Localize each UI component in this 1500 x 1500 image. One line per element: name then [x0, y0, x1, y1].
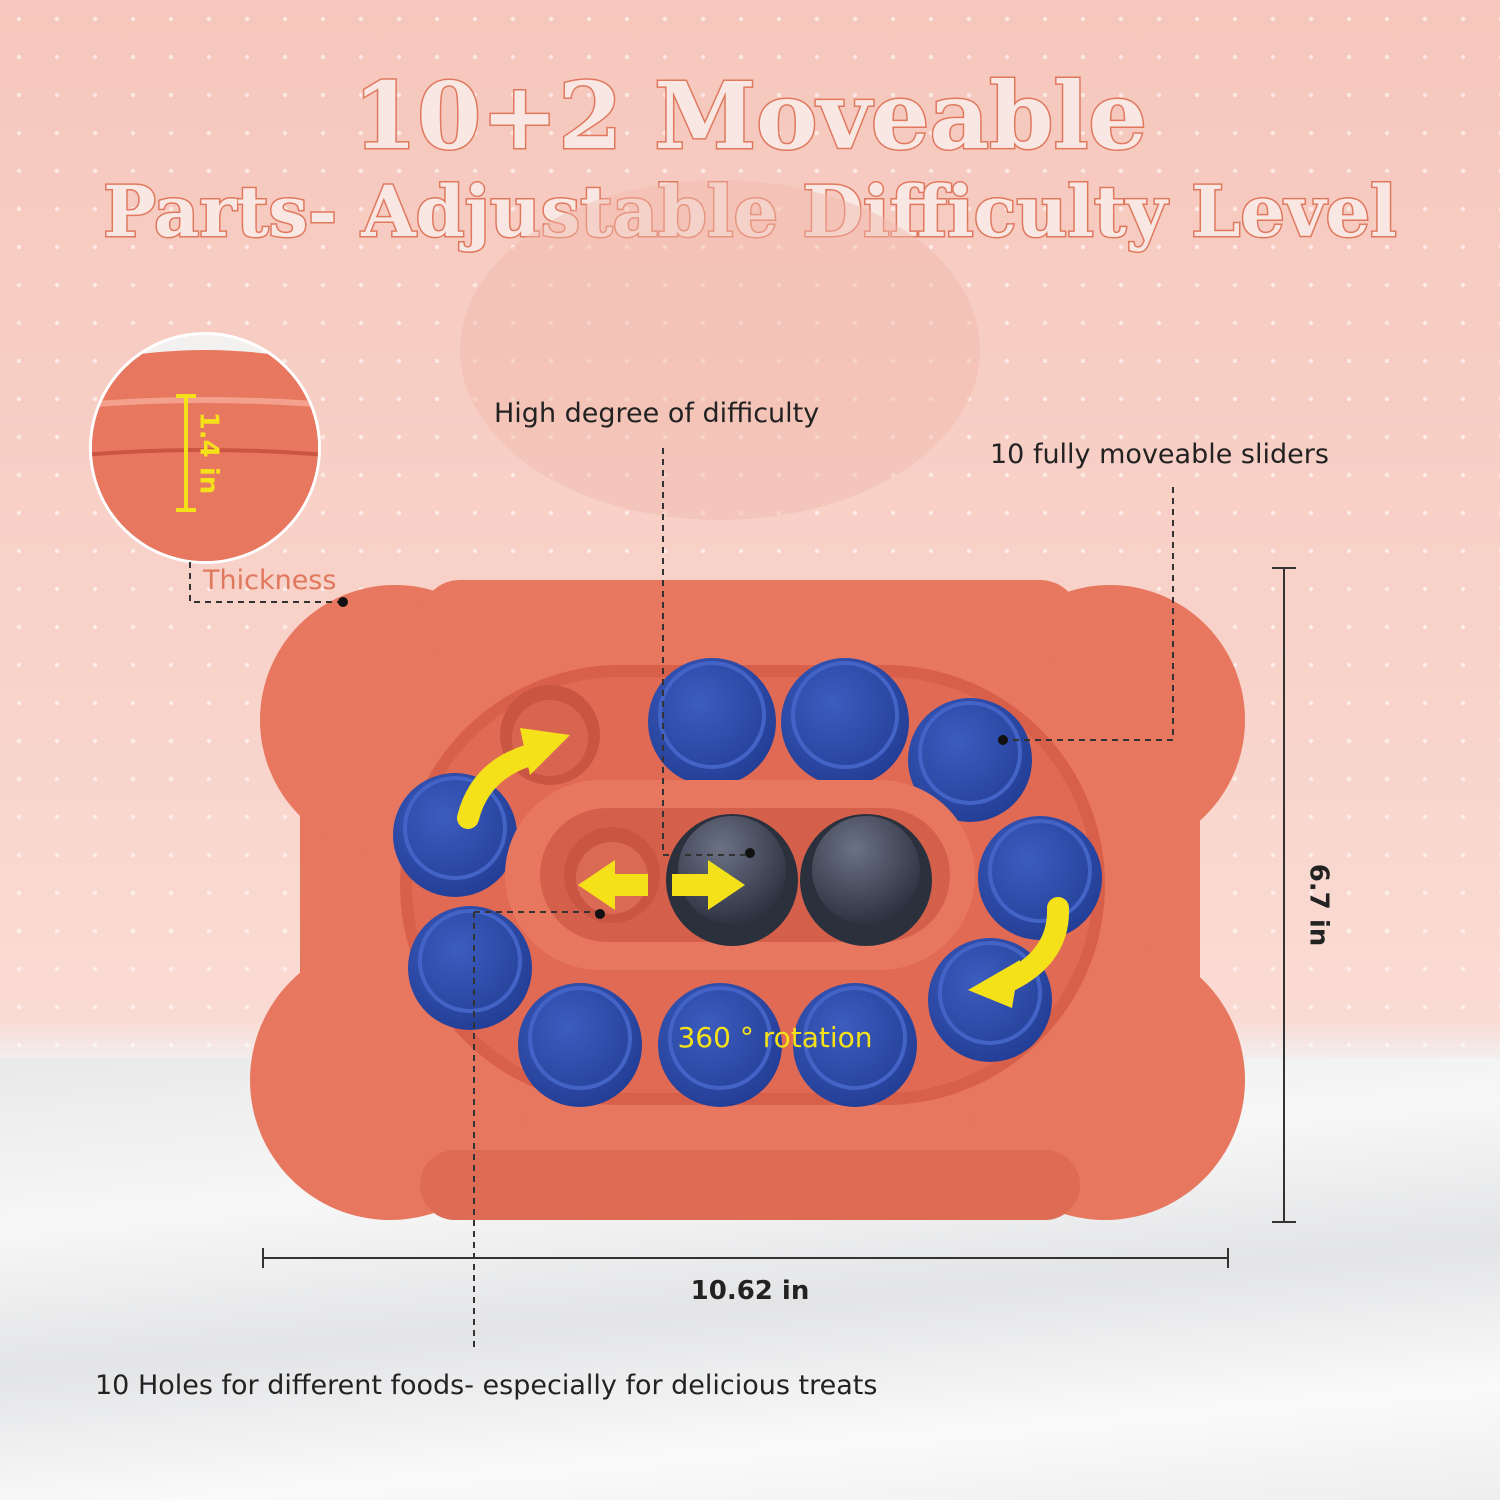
right-arrow-icon — [672, 874, 712, 896]
thickness-measure-label: 1.4 in — [194, 412, 224, 495]
height-measure-label: 6.7 in — [1304, 864, 1334, 947]
high-difficulty-callout: High degree of difficulty — [494, 398, 820, 429]
slider-disc — [408, 906, 532, 1030]
gray-sliding-knobs — [666, 814, 932, 946]
slider-disc — [793, 983, 917, 1107]
blue-sliders — [393, 658, 1102, 1107]
slider-disc — [908, 698, 1032, 822]
curved-arrow-icon — [457, 744, 541, 829]
slider-disc — [658, 983, 782, 1107]
width-measure-label: 10.62 in — [691, 1276, 810, 1306]
slider-disc — [648, 658, 776, 786]
slider-disc — [393, 773, 517, 897]
slider-disc — [518, 983, 642, 1107]
sliders-callout: 10 fully moveable sliders — [990, 439, 1329, 470]
rotation-label: 360 ° rotation — [677, 1021, 872, 1054]
callout-leader-lines — [189, 448, 1174, 1350]
thickness-zoom-circle — [89, 332, 321, 564]
headline-line-2: Parts- Adjustable Difficulty Level — [102, 169, 1399, 255]
left-arrow-icon — [608, 874, 648, 896]
background-dog-silhouette — [460, 180, 980, 520]
headline-line-1: 10+2 Moveable — [352, 61, 1149, 172]
dimension-lines — [262, 567, 1296, 1268]
slider-disc — [781, 658, 909, 786]
holes-callout: 10 Holes for different foods- especially… — [95, 1370, 878, 1401]
thickness-callout: Thickness — [203, 565, 337, 596]
slider-disc — [978, 816, 1102, 940]
yellow-direction-arrows — [457, 728, 1070, 1008]
